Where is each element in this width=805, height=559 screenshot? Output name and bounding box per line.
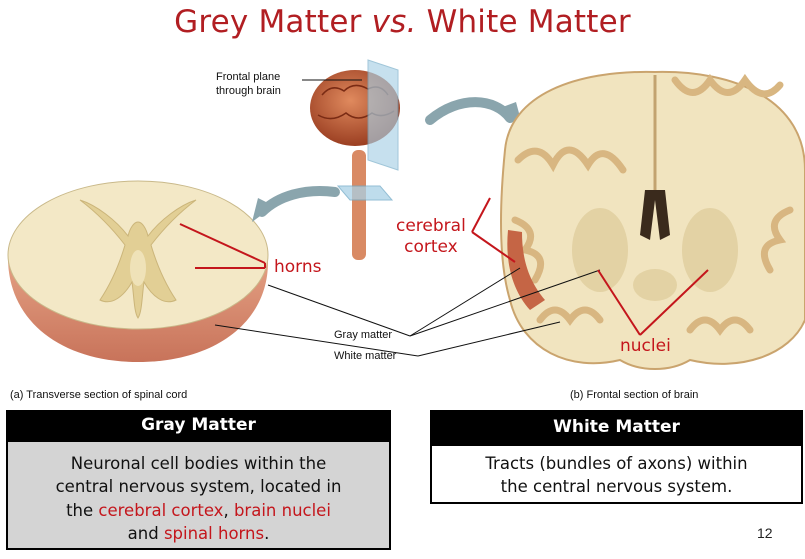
white-matter-leader-lines bbox=[214, 321, 561, 357]
gray-matter-text-and: and bbox=[127, 524, 164, 544]
horns-annotation: horns bbox=[274, 257, 322, 277]
cortex-annotation-lines bbox=[471, 197, 516, 263]
highlight-cerebral-cortex: cerebral cortex bbox=[98, 500, 224, 520]
gray-matter-text-comma: , bbox=[223, 500, 234, 520]
white-matter-label: White matter bbox=[334, 350, 397, 362]
frontal-plane-label-line2: through brain bbox=[216, 85, 281, 97]
white-matter-text-line2: the central nervous system. bbox=[500, 477, 733, 497]
frontal-plane-label: Frontal plane through brain bbox=[216, 70, 281, 98]
gray-matter-text-prefix: the bbox=[66, 500, 99, 520]
gray-matter-text-line1: Neuronal cell bodies within the bbox=[70, 454, 327, 473]
gray-matter-text-line3: the cerebral cortex, brain nuclei bbox=[8, 499, 389, 522]
gray-matter-heading: Gray Matter bbox=[6, 410, 391, 440]
caption-spinal-cord: (a) Transverse section of spinal cord bbox=[10, 389, 188, 401]
brain-frontal-section bbox=[500, 70, 805, 370]
caption-brain: (b) Frontal section of brain bbox=[570, 389, 699, 401]
gray-matter-text-period: . bbox=[264, 524, 270, 544]
white-matter-heading: White Matter bbox=[430, 410, 803, 444]
nuclei-annotation: nuclei bbox=[618, 336, 673, 356]
frontal-plane-label-line1: Frontal plane bbox=[216, 71, 281, 83]
nuclei-annotation-lines bbox=[597, 269, 709, 336]
gray-matter-label: Gray matter bbox=[334, 329, 393, 341]
brain-orientation-model bbox=[302, 59, 400, 260]
gray-matter-text-line4: and spinal horns. bbox=[8, 522, 389, 545]
slide-title: Grey Matter vs. White Matter bbox=[0, 4, 805, 40]
gray-matter-leader-lines bbox=[267, 267, 601, 337]
cerebral-cortex-annotation: cerebral cortex bbox=[396, 216, 466, 258]
page-number: 12 bbox=[757, 525, 773, 541]
spinal-cord-section bbox=[7, 180, 269, 362]
white-matter-text-line1: Tracts (bundles of axons) within bbox=[485, 454, 748, 473]
gray-matter-text-line2: central nervous system, located in bbox=[55, 477, 342, 497]
highlight-spinal-horns: spinal horns bbox=[163, 524, 265, 544]
cerebral-cortex-annotation-line2: cortex bbox=[404, 237, 458, 257]
gray-matter-description: Neuronal cell bodies within the central … bbox=[6, 440, 391, 550]
highlight-brain-nuclei: brain nuclei bbox=[233, 500, 331, 520]
title-part-2: White Matter bbox=[416, 4, 631, 40]
arrow-to-spinal-section bbox=[252, 186, 340, 222]
horns-annotation-lines bbox=[179, 223, 266, 269]
title-part-1: Grey Matter bbox=[174, 4, 372, 40]
cerebral-cortex-annotation-line1: cerebral bbox=[396, 216, 466, 236]
anatomy-illustration bbox=[7, 59, 805, 370]
white-matter-description: Tracts (bundles of axons) within the cen… bbox=[430, 444, 803, 504]
title-vs: vs. bbox=[371, 4, 417, 40]
arrow-to-brain-section bbox=[425, 97, 523, 128]
